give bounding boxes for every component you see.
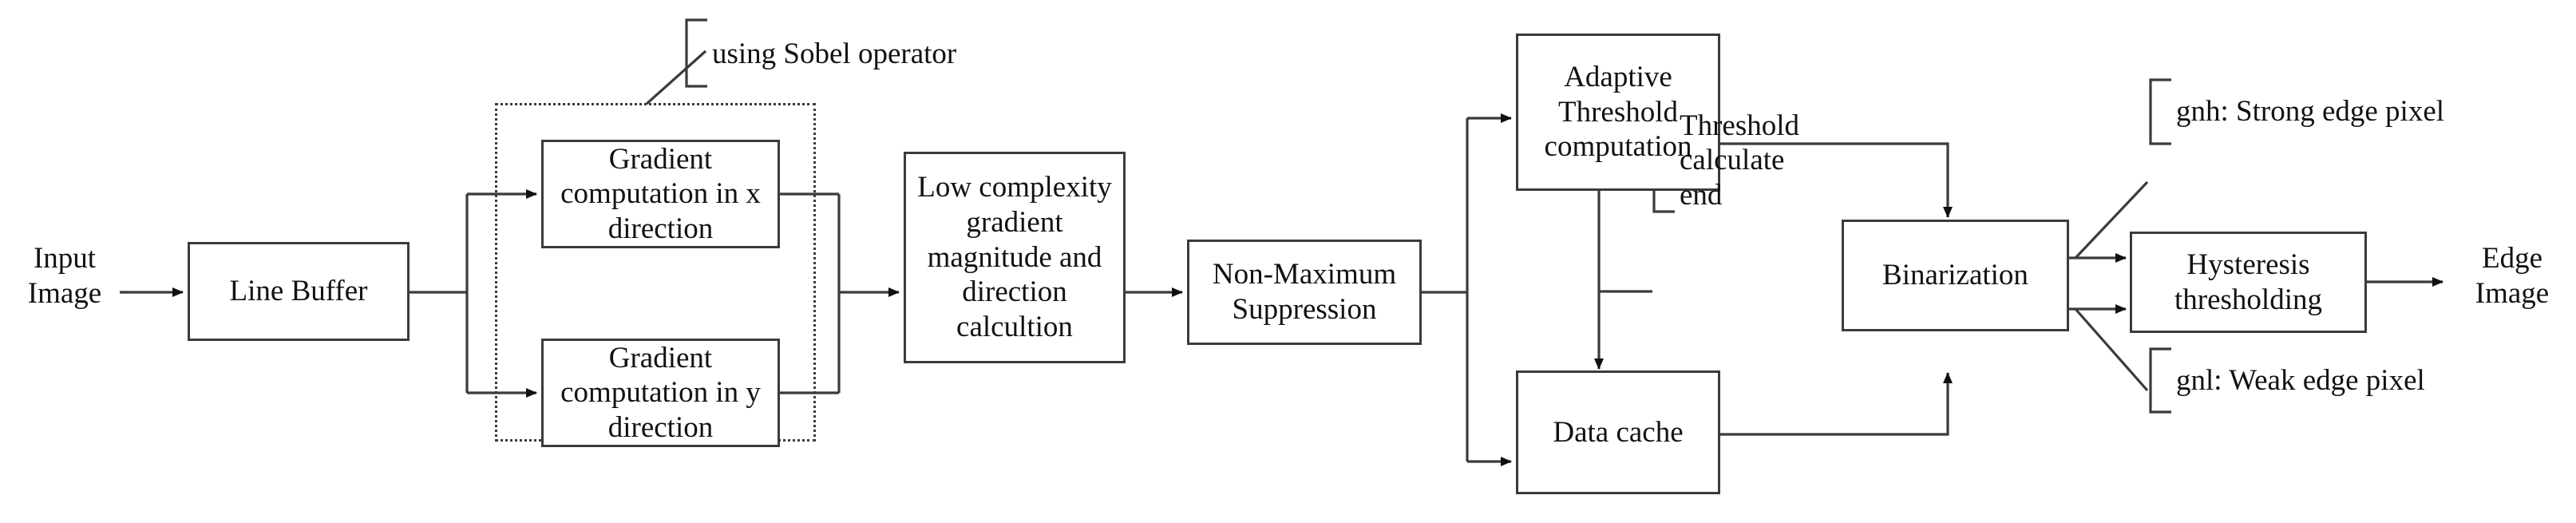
annotation-gnh-strong-edge-pixel: gnh: Strong edge pixel [2176,95,2445,129]
annotation-threshold-calculate-end: Threshold calculate end [1680,109,1800,212]
block-adaptive-threshold[interactable]: Adaptive Threshold computation [1516,34,1720,191]
bracket-sobel [685,18,707,88]
wire-adaptive-to-binarization [1719,142,1953,218]
block-binarization[interactable]: Binarization [1842,220,2069,331]
wire-data-cache-to-binarization [1719,372,1953,436]
block-data-cache[interactable]: Data cache [1516,370,1720,494]
block-non-max-suppression[interactable]: Non-Maximum Suppression [1187,240,1422,345]
block-hysteresis-thresholding[interactable]: Hysteresis thresholding [2130,232,2367,333]
label-edge-image: Edge Image [2475,242,2550,310]
block-gradient-y[interactable]: Gradient computation in y direction [541,339,780,447]
block-low-complexity[interactable]: Low complexity gradient magnitude and di… [904,152,1126,363]
leader-gnl [2074,307,2149,392]
annotation-using-sobel-operator: using Sobel operator [712,38,957,71]
bracket-gnl [2149,347,2171,414]
block-line-buffer[interactable]: Line Buffer [188,242,410,341]
annotation-gnl-weak-edge-pixel: gnl: Weak edge pixel [2176,364,2425,398]
leader-sobel [645,50,707,105]
label-input-image: Input Image [27,242,102,310]
block-gradient-x[interactable]: Gradient computation in x direction [541,140,780,248]
bracket-gnh [2149,78,2171,145]
leader-gnh [2074,180,2149,260]
